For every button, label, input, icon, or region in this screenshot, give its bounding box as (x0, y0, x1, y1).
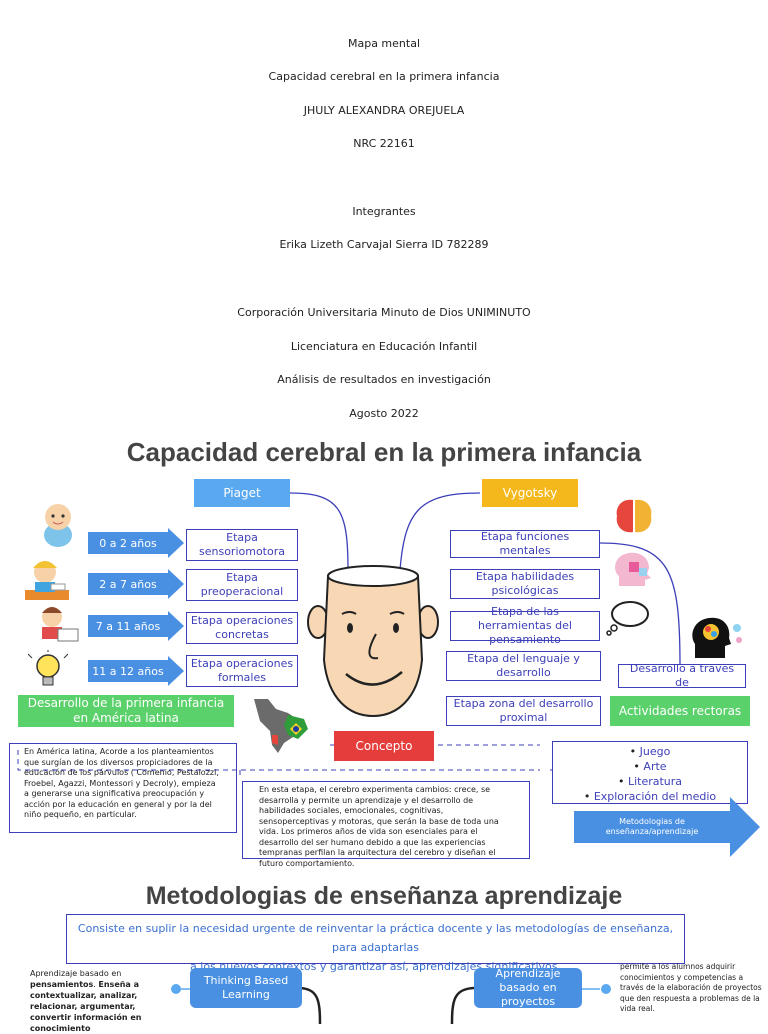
puzzle-head-icon (610, 546, 656, 592)
thought-bubble-icon (606, 598, 650, 638)
age-arrow-7-11: 7 a 11 años (88, 611, 184, 641)
cover-line: Corporación Universitaria Minuto de Dios… (237, 306, 531, 319)
concepto-header: Concepto (334, 731, 434, 761)
cover-line: Análisis de resultados en investigación (277, 373, 491, 386)
piaget-stage-sensoriomotora: Etapa sensoriomotora (186, 529, 298, 561)
vygotsky-stage-habilidades: Etapa habilidades psicológicas (450, 569, 600, 599)
face-head-icon (306, 560, 440, 720)
child-reading-icon (36, 603, 82, 647)
piaget-stage-formales: Etapa operaciones formales (186, 655, 298, 687)
actividades-list: Juego Arte Literatura Exploración del me… (552, 741, 748, 804)
map-title: Capacidad cerebral en la primera infanci… (126, 437, 642, 467)
piaget-header: Piaget (194, 479, 290, 507)
vygotsky-header: Vygotsky (482, 479, 578, 507)
actividades-rectoras-header: Actividades rectoras (610, 696, 750, 726)
tbl-connector (171, 984, 322, 1024)
intro-line: Consiste en suplir la necesidad urgente … (77, 922, 674, 954)
cover-line: Agosto 2022 (349, 407, 419, 420)
colorful-brain-icon (690, 612, 746, 662)
cover-line: Capacidad cerebral en la primera infanci… (268, 70, 500, 83)
age-arrow-0-2: 0 a 2 años (88, 528, 184, 558)
cover-line: NRC 22161 (353, 137, 415, 150)
america-latina-header: Desarrollo de la primera infancia en Amé… (18, 695, 234, 727)
vygotsky-stage-funciones: Etapa funciones mentales (450, 530, 600, 558)
brain-icon (612, 492, 656, 540)
tbl-description: Aprendizaje basado en pensamientos. Ense… (30, 969, 142, 1033)
abp-box: Aprendizaje basado en proyectos (474, 967, 582, 1008)
lightbulb-icon (18, 649, 78, 695)
vygotsky-stage-zona: Etapa zona del desarrollo proximal (446, 696, 601, 726)
list-item: Arte (553, 759, 747, 774)
cover-line: JHULY ALEXANDRA OREJUELA (303, 104, 465, 117)
latin-america-map-icon (246, 694, 316, 756)
cover-line: Erika Lizeth Carvajal Sierra ID 782289 (279, 238, 489, 251)
metodologias-intro: Consiste en suplir la necesidad urgente … (66, 914, 685, 973)
cover-line: Licenciatura en Educación Infantil (290, 340, 478, 353)
list-item: Literatura (553, 774, 747, 789)
piaget-stage-preoperacional: Etapa preoperacional (186, 569, 298, 601)
child-drawing-icon (20, 553, 74, 607)
cover-line: Integrantes (352, 205, 416, 218)
concepto-text: En esta etapa, el cerebro experimenta ca… (242, 781, 530, 868)
piaget-stage-concretas: Etapa operaciones concretas (186, 612, 298, 644)
abp-connector (450, 984, 611, 1024)
vygotsky-stage-herramientas: Etapa de las herramientas del pensamient… (450, 605, 600, 646)
america-latina-text: En América latina, Acorde a los planteam… (9, 743, 237, 833)
cover-line: Mapa mental (347, 37, 420, 50)
baby-icon (36, 497, 80, 551)
metodologias-arrow: Metodologias de enseñanza/aprendizaje (574, 797, 760, 857)
age-arrow-11-12: 11 a 12 años (88, 656, 184, 686)
vygotsky-stage-lenguaje: Etapa del lenguaje y desarrollo (446, 651, 601, 681)
metodologias-title: Metodologias de enseñanza aprendizaje (145, 882, 623, 910)
age-arrow-2-7: 2 a 7 años (88, 569, 184, 599)
tbl-box: Thinking Based Learning (190, 968, 302, 1008)
list-item: Exploración del medio (553, 789, 747, 804)
abp-description: permite a los alumnos adquirir conocimie… (620, 962, 762, 1013)
desarrollo-traves-box: Desarrollo a traves de (618, 662, 746, 689)
list-item: Juego (553, 744, 747, 759)
